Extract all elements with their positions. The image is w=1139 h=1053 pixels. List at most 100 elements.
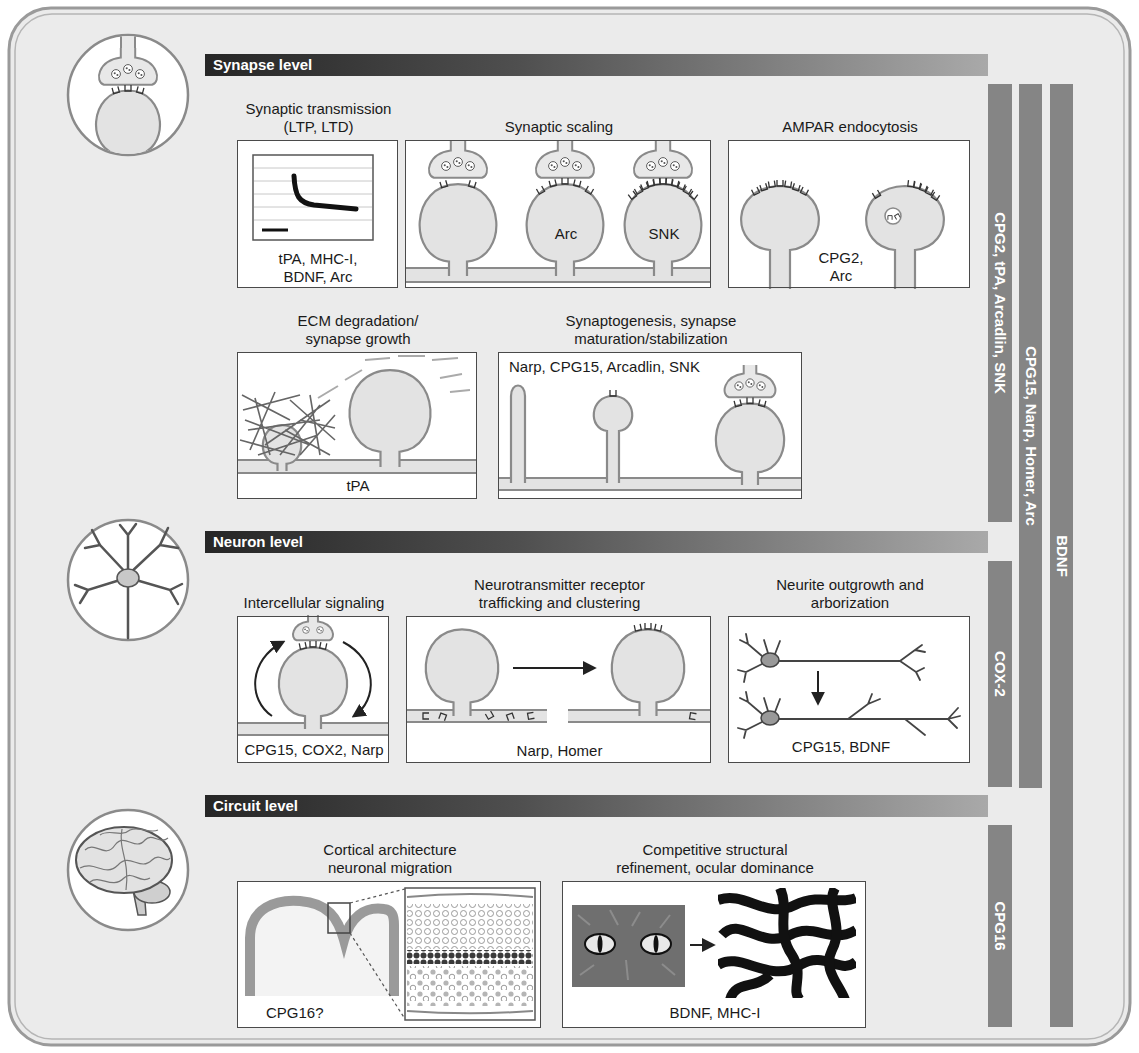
outer-frame-part: [9, 8, 1130, 1045]
signaling-synapse-part: [343, 642, 371, 716]
panel-ground-part: [237, 881, 541, 1028]
neuron-icon: [68, 520, 188, 640]
process-panel: Synaptic transmission (LTP, LTD)tPA, MHC…: [237, 140, 398, 288]
gene-bar: COX-2: [988, 561, 1012, 787]
endocytosis-spines-part: [741, 186, 819, 289]
panel-heading: Synaptic scaling: [409, 118, 709, 136]
neurite-outgrowth-part: [738, 692, 960, 738]
ocular-dominance-part: [718, 888, 856, 998]
outer-frame-part: [15, 14, 1124, 1039]
panel-ground-part: [237, 140, 398, 288]
panel-heading: Neurite outgrowth and arborization: [775, 576, 925, 612]
trafficking-spines-part: [423, 713, 429, 719]
level-band: Synapse level: [205, 54, 988, 76]
cortex-section-part: [407, 966, 533, 1006]
scaling-synapses-part: [549, 179, 556, 186]
gene-list: Arc: [541, 225, 591, 243]
scaling-synapses-part: [683, 186, 691, 194]
scaling-synapses-part: [527, 184, 604, 276]
trafficking-spines-part: [513, 667, 594, 669]
scaling-synapses-part: [634, 141, 692, 178]
trafficking-spines-part: [485, 711, 493, 719]
level-band: Neuron level: [205, 531, 988, 553]
synapse-icon: [68, 30, 188, 167]
panel-ground-part: [237, 352, 477, 499]
cortex-section-part: [407, 904, 533, 949]
process-panel: Neurotransmitter receptor trafficking an…: [406, 616, 711, 763]
ltp-trace-part: [253, 155, 373, 240]
ltp-trace-part: [294, 176, 356, 209]
synapse-icon-part: [96, 30, 160, 167]
scaling-synapses-part: [671, 162, 680, 171]
gene-list: SNK: [639, 225, 689, 243]
panel-ground-part: [498, 352, 802, 499]
trafficking-spines-part: [426, 629, 498, 716]
neurite-outgrowth-part: [761, 711, 779, 725]
ecm-spines-part: [240, 392, 335, 455]
ocular-dominance-part: [641, 934, 671, 954]
neurite-outgrowth-part: [761, 653, 779, 667]
synaptogenesis-spines: [499, 365, 801, 490]
synapse-icon-part-part: [99, 48, 157, 85]
panel-heading: Competitive structural refinement, ocula…: [608, 841, 823, 877]
signaling-synapse-part: [255, 642, 283, 716]
ocular-dominance-part: [598, 935, 603, 953]
scaling-synapses-part: [469, 180, 476, 187]
synaptogenesis-spines-part: [511, 386, 525, 484]
endocytosis-spines-part: [800, 187, 808, 195]
brain-icon-part: [68, 810, 188, 930]
ocular-dominance: [572, 888, 856, 1000]
signaling-synapse-part: [279, 647, 347, 729]
scaling-synapses-part: [561, 158, 570, 167]
scaling-synapses-part: [549, 162, 558, 171]
scaling-synapses: [406, 141, 710, 282]
endocytosis-spines-part: [885, 208, 901, 224]
neuron-icon-part: [68, 520, 188, 640]
gene-list: CPG2, Arc: [811, 249, 871, 285]
endocytosis-spines-part: [866, 186, 944, 289]
synapse-icon-part-part: [112, 70, 121, 79]
cortex-section-part: [350, 889, 405, 1019]
scaling-synapses-part: [466, 162, 475, 171]
scaling-synapses-part: [536, 141, 594, 178]
scaling-synapses-part: [536, 186, 544, 194]
panel-ground-part: [405, 140, 711, 288]
cortex-section-part: [407, 950, 533, 964]
ocular-dominance-part: [578, 910, 675, 980]
panel-ground-part: [728, 140, 970, 288]
scaling-synapses-part: [440, 180, 447, 187]
cortex-section-part: [407, 894, 533, 1013]
gene-bar: CPG16: [988, 825, 1012, 1027]
process-panel: Synaptogenesis, synapse maturation/stabi…: [498, 352, 802, 499]
gene-list: CPG15, COX2, Narp: [238, 741, 390, 759]
process-panel: Neurite outgrowth and arborizationCPG15,…: [728, 616, 970, 763]
scaling-synapses-part: [454, 158, 463, 167]
scaling-synapses-part: [659, 158, 668, 167]
synapse-icon-part-part: [96, 91, 160, 168]
neurite-outgrowth-part: [738, 634, 925, 682]
outer-frame: [9, 8, 1130, 1045]
gene-label: BDNF: [1053, 535, 1071, 577]
trafficking-spines-part: [528, 712, 535, 719]
gene-label: COX-2: [991, 651, 1009, 697]
gene-list: BDNF, MHC-I: [563, 1004, 867, 1022]
endocytosis-spines-part: [793, 183, 801, 191]
synaptogenesis-spines-part: [747, 398, 753, 404]
signaling-synapse-part: [303, 627, 310, 634]
scaling-synapses-part: [585, 186, 593, 194]
trafficking-spines: [407, 623, 710, 722]
gene-list: tPA, MHC-I, BDNF, Arc: [263, 250, 373, 286]
scaling-synapses-part: [647, 162, 656, 171]
ecm-spines-part: [318, 356, 470, 398]
signaling-synapse-part: [310, 641, 316, 647]
trafficking-spines-part: [506, 713, 514, 721]
signaling-synapse-part: [299, 642, 306, 649]
panel-heading: Neurotransmitter receptor trafficking an…: [445, 576, 675, 612]
scaling-synapses-part: [442, 162, 451, 171]
process-panel: Cortical architecture neuronal migration…: [237, 881, 541, 1028]
gene-bar: BDNF: [1050, 84, 1073, 1027]
endocytosis-spines-part: [768, 181, 775, 188]
brain-icon-part: [90, 875, 150, 882]
scaling-synapses-part: [625, 184, 702, 276]
scaling-synapses-part: [689, 191, 697, 199]
